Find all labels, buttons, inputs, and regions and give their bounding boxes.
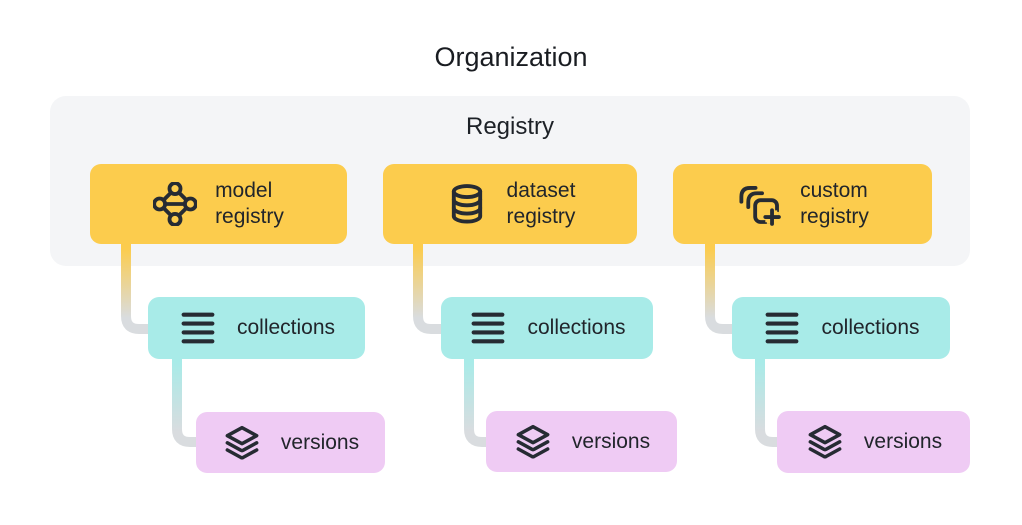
versions-box-custom: versions <box>777 411 970 473</box>
list-icon <box>766 312 799 344</box>
copy-add-icon <box>739 185 781 226</box>
versions-box-label: versions <box>571 429 651 453</box>
dataset-registry-box: dataset registry <box>383 164 637 244</box>
stack-icon <box>225 425 259 459</box>
page-title: Organization <box>434 42 588 72</box>
collections-box-dataset: collections <box>441 297 653 359</box>
model-registry-icon <box>153 182 198 226</box>
model-registry-box: model registry <box>90 164 347 244</box>
registry-box-label-line1: model <box>215 179 273 202</box>
registry-container-label: Registry <box>465 113 555 140</box>
versions-box-dataset: versions <box>486 411 677 472</box>
registry-box-label-line2: registry <box>800 205 869 228</box>
collections-box-custom: collections <box>732 297 950 359</box>
list-icon <box>181 312 215 344</box>
custom-registry-box: custom registry <box>673 164 932 244</box>
registry-box-label: custom registry <box>800 178 869 230</box>
registry-box-label: dataset registry <box>507 178 576 230</box>
database-icon <box>451 184 482 224</box>
collections-box-label: collections <box>236 316 336 339</box>
collections-box-label: collections <box>821 316 920 339</box>
stack-icon <box>516 424 550 458</box>
registry-box-label: model registry <box>215 178 284 230</box>
stack-icon <box>808 424 842 459</box>
list-icon <box>472 312 505 344</box>
collections-box-model: collections <box>148 297 365 359</box>
registry-box-label-line2: registry <box>215 205 284 228</box>
versions-box-label: versions <box>863 430 943 453</box>
collections-box-label: collections <box>527 316 626 339</box>
versions-box-label: versions <box>280 430 360 454</box>
versions-box-model: versions <box>196 412 385 473</box>
registry-box-label-line2: registry <box>506 205 576 228</box>
registry-box-label-line1: dataset <box>506 179 576 202</box>
registry-box-label-line1: custom <box>800 179 868 202</box>
